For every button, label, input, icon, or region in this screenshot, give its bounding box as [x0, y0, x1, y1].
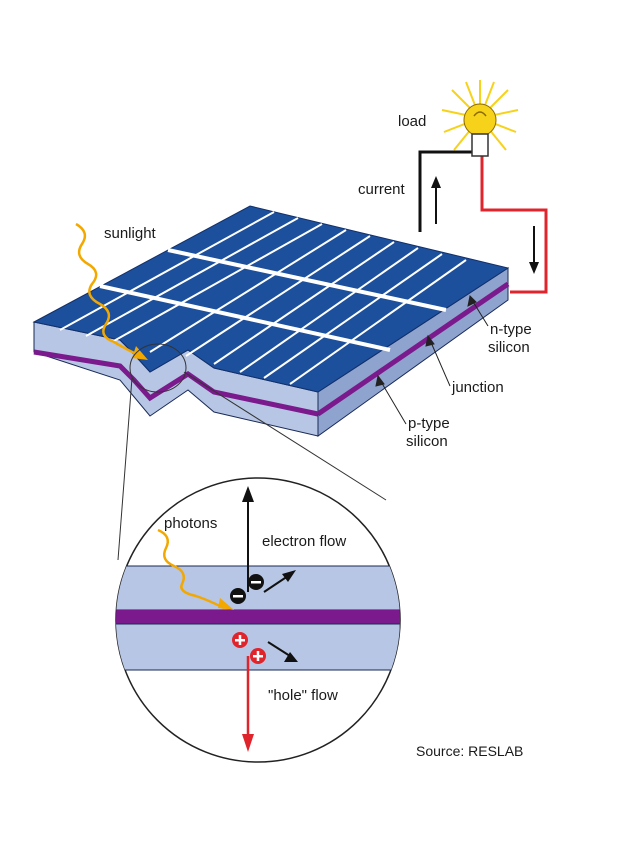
label-n-type-2: silicon [488, 339, 530, 356]
current-arrow-down [529, 226, 539, 274]
label-electron-flow: electron flow [262, 533, 346, 550]
junction-line-front [33, 349, 319, 417]
label-p-type-2: silicon [406, 433, 448, 450]
negative-wire [418, 150, 472, 232]
label-p-type-1: p-type [408, 415, 450, 432]
positive-wire [480, 156, 548, 294]
junction-layer [116, 610, 400, 624]
circuit [418, 80, 548, 294]
solar-panel [32, 205, 510, 437]
sunlight-ray [75, 222, 148, 360]
current-arrow-up [431, 176, 441, 224]
junction-line-side [316, 281, 510, 417]
label-pointers [375, 294, 489, 425]
zoom-line-right [183, 371, 387, 501]
label-sunlight: sunlight [104, 225, 157, 242]
photon-ray [157, 528, 234, 610]
panel-top [32, 205, 510, 393]
zoom-spot [129, 343, 187, 393]
lightbulb-icon [441, 80, 519, 157]
hole-flow-arrow [242, 656, 254, 752]
label-junction: junction [451, 379, 504, 396]
label-hole-flow: "hole" flow [268, 687, 338, 704]
hole-particles [232, 632, 298, 664]
cell-grid [59, 211, 467, 385]
electron-flow-arrow [242, 486, 254, 592]
label-source: Source: RESLAB [416, 743, 523, 759]
label-n-type-1: n-type [490, 321, 532, 338]
label-current: current [358, 181, 406, 198]
zoom-line-left [117, 377, 133, 561]
label-load: load [398, 113, 426, 130]
electron-particles [230, 570, 296, 604]
zoomed-junction-view [115, 477, 401, 763]
label-photons: photons [164, 515, 217, 532]
